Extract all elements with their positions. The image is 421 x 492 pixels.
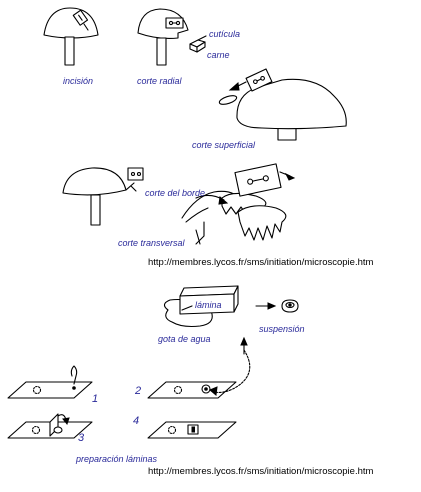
mushroom-surface-cut xyxy=(218,68,347,141)
slide-water-drop xyxy=(163,285,239,328)
drop-circle xyxy=(167,425,177,435)
razor-blade-icon xyxy=(72,9,89,26)
glass-slide-illustration xyxy=(179,285,239,315)
label-cross-section: corte transversal xyxy=(118,238,186,248)
drop-circle xyxy=(173,385,183,395)
label-suspension: suspensión xyxy=(259,324,305,334)
mushroom-radial-cut xyxy=(137,8,207,66)
step-number-4: 4 xyxy=(133,415,139,427)
arrow-icon xyxy=(195,194,229,205)
label-slide: lámina xyxy=(195,300,222,310)
mushroom-cap xyxy=(62,167,127,196)
surface-slice xyxy=(218,95,238,105)
slide-step-2 xyxy=(147,381,237,399)
cap-edge-outline xyxy=(181,190,235,219)
step-number-1: 1 xyxy=(92,393,98,405)
drop-circle xyxy=(53,426,63,434)
cap-edge-outline xyxy=(185,207,209,223)
suspension-icon xyxy=(281,299,299,313)
arrow-icon xyxy=(57,414,70,426)
arrow-icon xyxy=(228,81,247,91)
cuticle-pointer xyxy=(197,35,207,41)
slide-pointer xyxy=(181,305,193,311)
glass-slide-illustration xyxy=(147,381,237,399)
edge-cut-mark xyxy=(125,182,135,191)
label-cuticle: cutícula xyxy=(209,29,240,39)
edge-pointer xyxy=(130,185,137,192)
source-url-bottom: http://membres.lycos.fr/sms/initiation/m… xyxy=(148,466,374,477)
cap-edge-outline xyxy=(195,221,205,245)
cap-edge-outline xyxy=(195,229,201,245)
mushroom-stem xyxy=(64,36,75,66)
arrow-icon xyxy=(209,336,251,396)
arrow-icon xyxy=(255,302,277,310)
mushroom-incision xyxy=(43,7,99,66)
label-radial-cut: corte radial xyxy=(137,76,183,86)
incision-mark-icon xyxy=(83,23,89,31)
label-surface-cut: corte superficial xyxy=(192,140,256,150)
razor-blade-icon xyxy=(234,163,282,197)
drop-circle xyxy=(32,385,42,395)
razor-blade-icon xyxy=(245,68,273,92)
mushroom-cap xyxy=(43,7,99,39)
slide-step-3 xyxy=(7,413,93,439)
specimen-mark xyxy=(191,426,195,433)
drop-circle xyxy=(31,425,41,435)
glass-slide-illustration xyxy=(7,381,93,399)
cut-slice-icon xyxy=(189,39,206,53)
arrow-icon xyxy=(279,171,296,181)
gill-section xyxy=(237,205,287,241)
mushroom-stem xyxy=(156,37,167,66)
label-edge-cut: corte del borde xyxy=(145,188,205,198)
slide-step-1 xyxy=(7,365,93,399)
label-incision: incisión xyxy=(63,76,93,86)
pipette-icon xyxy=(70,365,78,385)
drop-dot xyxy=(72,386,76,390)
step-number-3: 3 xyxy=(78,432,85,444)
razor-blade-icon xyxy=(165,17,184,29)
label-flesh: carne xyxy=(207,50,230,60)
slide-step-4 xyxy=(147,421,237,439)
cross-section-detail xyxy=(181,163,296,245)
mushroom-stem xyxy=(90,194,101,226)
source-url: http://membres.lycos.fr/sms/initiation/m… xyxy=(148,257,374,268)
label-water-drop: gota de agua xyxy=(158,334,211,344)
label-slide-preparation: preparación láminas xyxy=(75,454,158,464)
razor-blade-icon xyxy=(127,167,144,181)
step-number-2: 2 xyxy=(134,385,141,397)
drop-dot xyxy=(204,387,208,391)
mushroom-edge-cut xyxy=(62,167,144,226)
